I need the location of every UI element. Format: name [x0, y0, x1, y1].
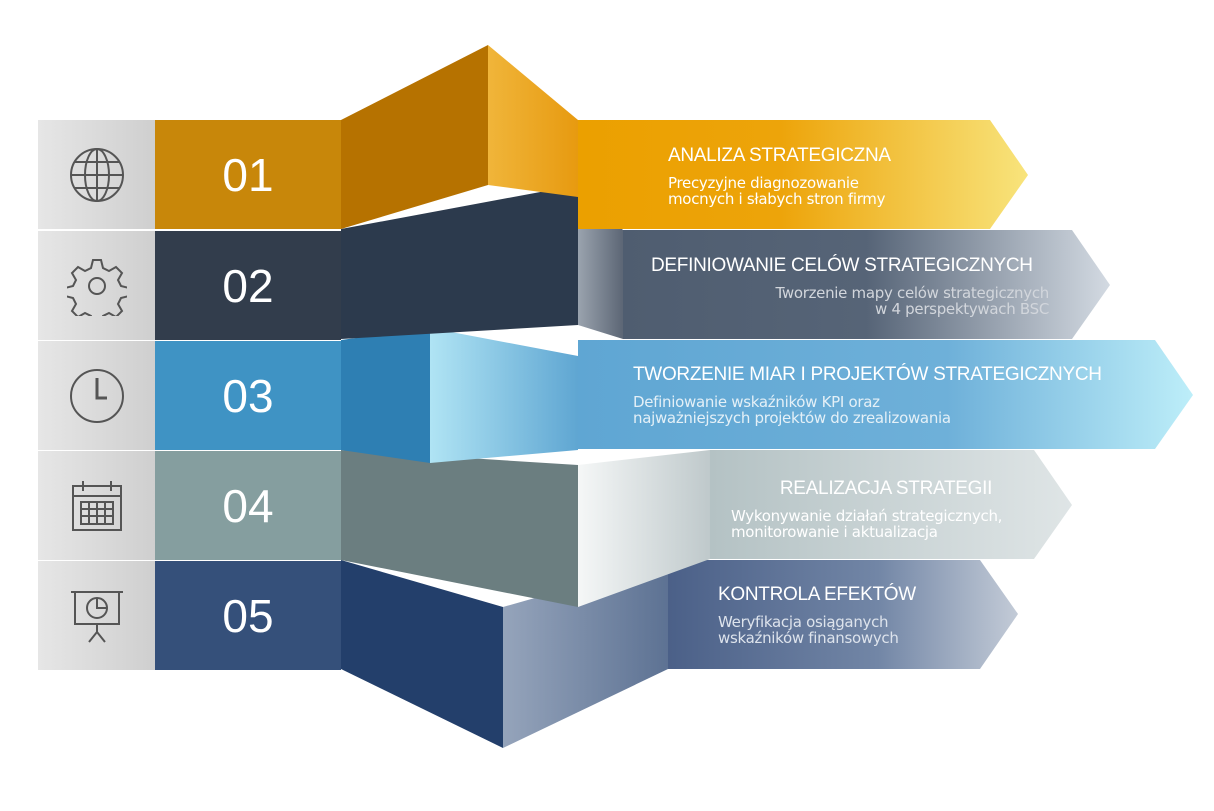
step-3-title: TWORZENIE MIAR I PROJEKTÓW STRATEGICZNYC…	[633, 364, 1102, 385]
step-2-text: DEFINIOWANIE CELÓW STRATEGICZNYCH Tworze…	[651, 255, 1081, 317]
step-2-arrow	[623, 230, 1110, 339]
step-5-side-face	[503, 560, 668, 748]
step-2-title: DEFINIOWANIE CELÓW STRATEGICZNYCH	[651, 255, 1033, 276]
step-2-number: 02	[155, 230, 341, 340]
step-2-icon-cell	[38, 230, 155, 340]
step-1-desc-line1: Precyzyjne diagnozowanie	[668, 174, 859, 192]
step-4-arrow	[710, 450, 1072, 559]
step-2-desc-line2: w 4 perspektywach BSC	[875, 300, 1049, 318]
step-3-number: 03	[155, 340, 341, 450]
step-5-arrow	[668, 560, 1018, 669]
step-3-desc-line2: najważniejszych projektów do zrealizowan…	[633, 409, 951, 427]
step-3-text: TWORZENIE MIAR I PROJEKTÓW STRATEGICZNYC…	[633, 364, 1102, 426]
step-4-text: REALIZACJA STRATEGII Wykonywanie działań…	[731, 478, 1061, 540]
step-3-icon-cell	[38, 340, 155, 450]
step-4-desc-line2: monitorowanie i aktualizacja	[731, 523, 938, 541]
step-3-side-face	[430, 328, 578, 463]
step-5-block	[341, 560, 503, 748]
step-5-icon-cell	[38, 560, 155, 670]
step-1-number: 01	[155, 120, 341, 229]
step-4-block	[341, 450, 578, 607]
gear-icon	[66, 258, 127, 316]
step-4-desc-line1: Wykonywanie działań strategicznych,	[731, 507, 1003, 525]
globe-icon	[69, 147, 124, 202]
step-5-number: 05	[155, 560, 341, 670]
step-5-text: KONTROLA EFEKTÓW Weryfikacja osiąganych …	[718, 584, 916, 646]
step-3-block	[341, 328, 430, 463]
step-1-side-face	[488, 45, 578, 197]
step-1-desc-line2: mocnych i słabych stron firmy	[668, 190, 886, 208]
step-4-icon-cell	[38, 450, 155, 560]
step-5-title: KONTROLA EFEKTÓW	[718, 584, 916, 605]
step-3-desc-line1: Definiowanie wskaźników KPI oraz	[633, 393, 880, 411]
step-4-number: 04	[155, 450, 341, 560]
step-1-text: ANALIZA STRATEGICZNA Precyzyjne diagnozo…	[668, 145, 891, 207]
step-3-arrow	[578, 340, 1193, 449]
step-2-desc-line1: Tworzenie mapy celów strategicznych	[775, 284, 1049, 302]
step-4-side-face	[578, 450, 710, 607]
step-2-block	[341, 185, 578, 339]
step-1-arrow	[578, 120, 1028, 229]
step-4-title: REALIZACJA STRATEGII	[779, 478, 993, 499]
step-1-icon-cell	[38, 120, 155, 229]
step-1-block	[341, 45, 488, 229]
presentation-chart-icon	[70, 590, 123, 643]
step-1-title: ANALIZA STRATEGICZNA	[668, 145, 891, 166]
clock-icon	[69, 368, 124, 423]
step-5-desc-line1: Weryfikacja osiąganych	[718, 613, 889, 631]
step-5-desc-line2: wskaźników finansowych	[718, 629, 899, 647]
calendar-icon	[71, 480, 122, 531]
